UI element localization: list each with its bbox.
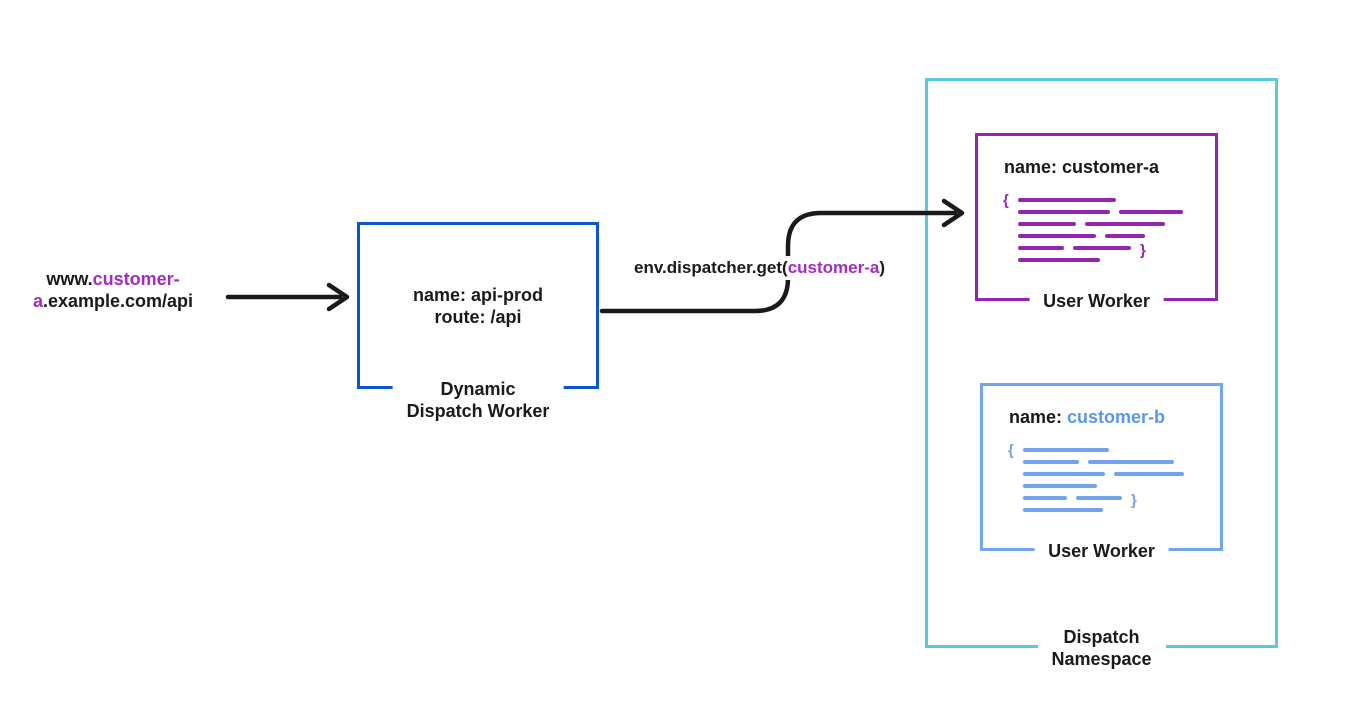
namespace-label-line1: Dispatch: [1063, 627, 1140, 647]
worker-a-name-value: customer-a: [1062, 157, 1160, 177]
user-worker-b-label: User Worker: [1034, 540, 1169, 562]
dispatch-worker-label-line1: Dynamic: [440, 379, 516, 399]
url-highlight-customer: customer-: [92, 269, 180, 289]
worker-a-name-prefix: name:: [1004, 157, 1063, 177]
worker-b-name-value: customer-b: [1067, 407, 1166, 427]
user-worker-b-box: name: customer-b { } User Worker: [980, 383, 1223, 562]
code-lines: [1023, 448, 1199, 512]
dispatch-namespace-box: name: customer-a { } User Worker name: c…: [925, 78, 1278, 670]
request-url-line2: a.example.com/api: [10, 290, 216, 312]
namespace-label-line2: Namespace: [1051, 649, 1152, 669]
url-highlight-a: a: [32, 291, 43, 311]
request-url: www.customer- a.example.com/api: [10, 268, 216, 312]
dispatch-namespace-label: Dispatch Namespace: [1037, 626, 1166, 670]
user-worker-a-code: { }: [1003, 193, 1194, 262]
code-lines: [1018, 198, 1194, 262]
open-brace-glyph: {: [1003, 192, 1009, 209]
dynamic-dispatch-worker-label: Dynamic Dispatch Worker: [392, 378, 564, 422]
user-worker-a-box: name: customer-a { } User Worker: [975, 133, 1218, 312]
env-call-arg: customer-a: [787, 258, 880, 277]
worker-b-name-prefix: name:: [1009, 407, 1068, 427]
dynamic-dispatch-worker-box: name: api-prod route: /api Dynamic Dispa…: [357, 222, 599, 422]
dispatch-worker-name: name: api-prod: [412, 284, 543, 305]
user-worker-a-title: name: customer-a: [978, 136, 1215, 178]
dispatch-worker-route: route: /api: [434, 306, 522, 327]
user-worker-a-label: User Worker: [1029, 290, 1164, 312]
request-url-line1: www.customer-: [10, 268, 216, 290]
user-worker-b-code: { }: [1008, 443, 1199, 512]
dispatch-worker-label-line2: Dispatch Worker: [406, 401, 550, 421]
close-brace-glyph: }: [1131, 492, 1137, 509]
request-arrow-head: [326, 282, 350, 312]
dispatch-worker-config: name: api-prod route: /api: [413, 284, 543, 328]
close-brace-glyph: }: [1140, 242, 1146, 259]
env-call-prefix: env.dispatcher.get(: [634, 258, 788, 277]
env-dispatcher-call: env.dispatcher.get(customer-a): [630, 256, 889, 280]
url-suffix: .example.com/api: [42, 291, 194, 311]
url-prefix: www.: [46, 269, 93, 289]
user-worker-b-title: name: customer-b: [983, 386, 1220, 428]
open-brace-glyph: {: [1008, 442, 1014, 459]
env-call-suffix: ): [879, 258, 885, 277]
